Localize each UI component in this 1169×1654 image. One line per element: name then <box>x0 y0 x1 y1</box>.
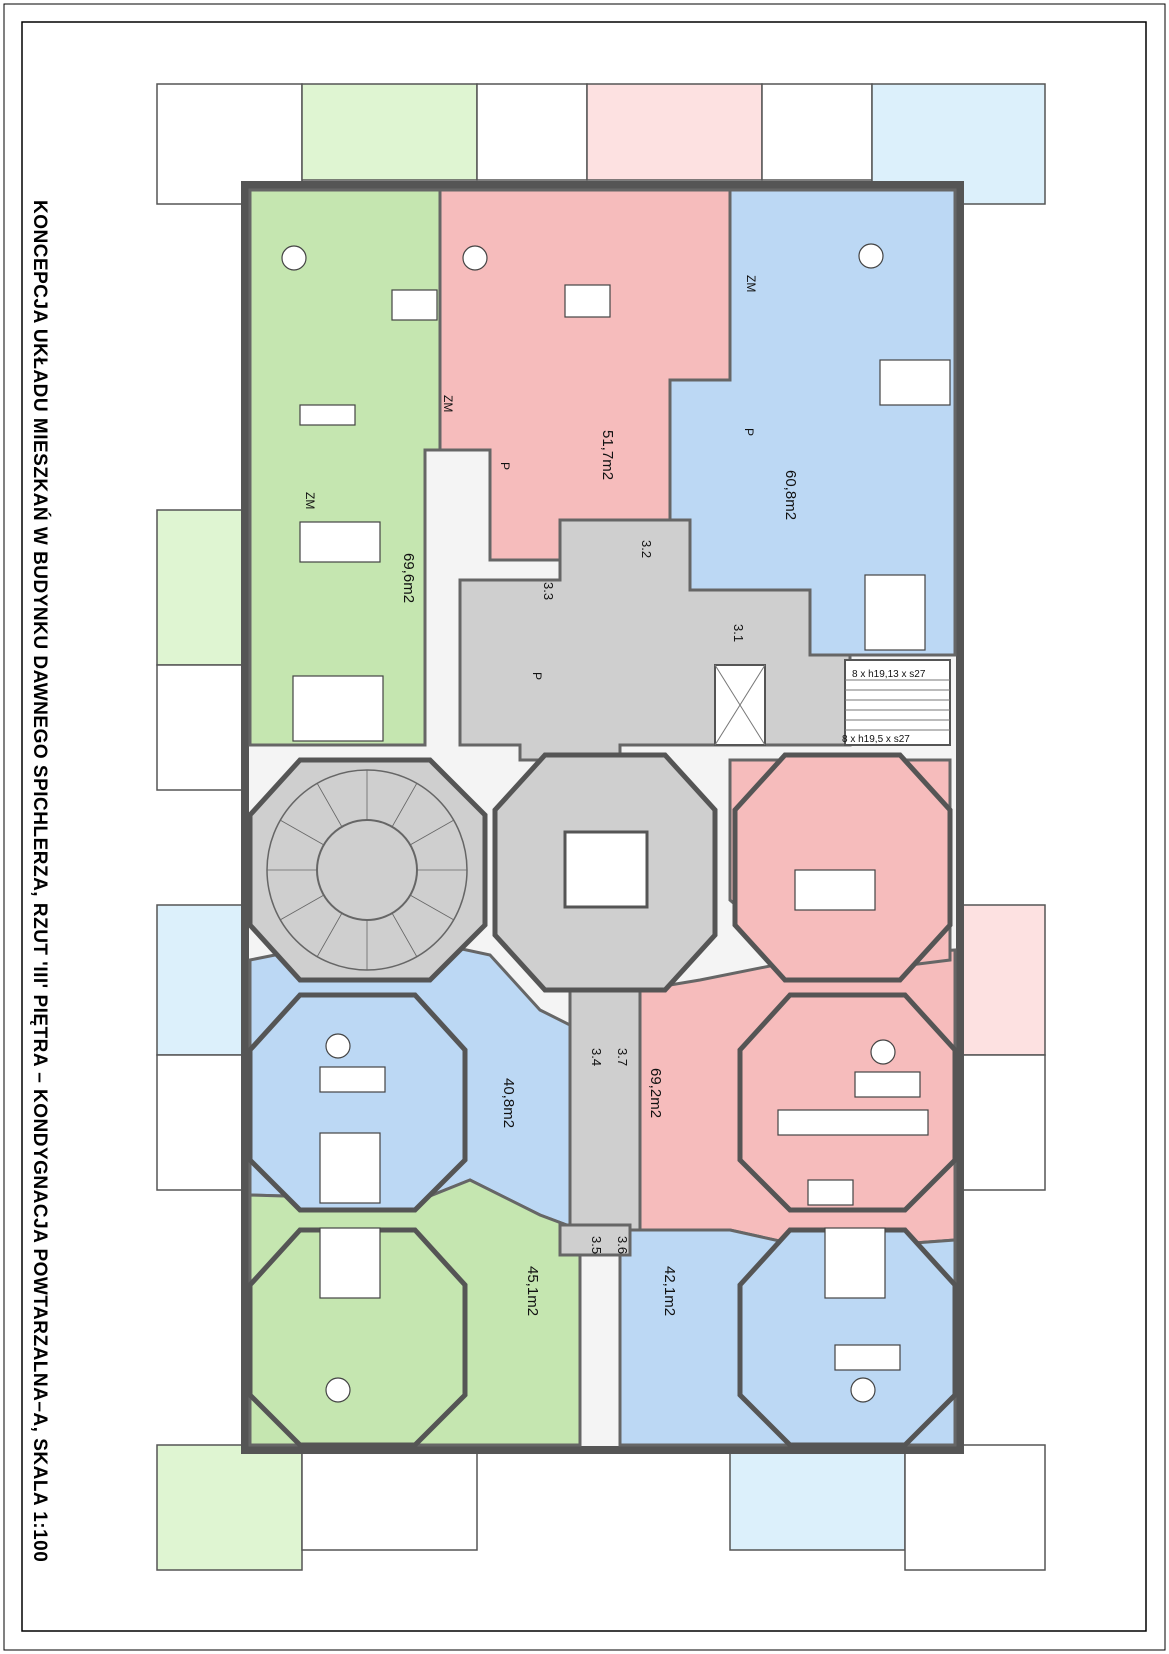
balconies <box>156 83 1046 1571</box>
area-label-blue-mid: 40,8m2 <box>500 1078 517 1128</box>
room-number-3-5: 3.5 <box>589 1236 604 1254</box>
furniture <box>281 243 951 1403</box>
octagons <box>247 752 958 1448</box>
balcony-bottom-blue <box>729 1444 906 1551</box>
room-number-3-2: 3.2 <box>639 540 654 558</box>
room-number-3-6: 3.6 <box>615 1236 630 1254</box>
balcony-left-4 <box>156 1054 248 1191</box>
drawing-title: KONCEPCJA UKŁADU MIESZKAŃ W BUDYNKU DAWN… <box>29 200 51 1562</box>
apartment-green-top <box>248 188 442 747</box>
area-label-blue-bottom: 42,1m2 <box>661 1266 678 1316</box>
balcony-right-2 <box>954 1054 1046 1191</box>
balcony-left-1 <box>156 509 248 666</box>
stair-spec-lower: 8 x h19,5 x s27 <box>842 734 910 745</box>
balcony-bottom-4 <box>904 1444 1046 1571</box>
octagon-blue-bottom <box>737 1227 958 1448</box>
area-label-blue-top: 60,8m2 <box>782 470 799 520</box>
balcony-left-3 <box>156 904 248 1056</box>
room-number-3-1: 3.1 <box>731 624 746 642</box>
balcony-top-green <box>301 83 478 181</box>
spiral-stair <box>266 769 468 971</box>
area-label-green-bottom: 45,1m2 <box>524 1266 541 1316</box>
balcony-bottom-green <box>156 1444 303 1571</box>
octagon-pink-top <box>732 752 953 983</box>
hall-lower-corridor <box>568 988 642 1232</box>
p-marker-hall: P <box>530 672 544 680</box>
stair-spec-upper: 8 x h19,13 x s27 <box>852 669 926 680</box>
zm-marker-blue: ZM <box>744 275 758 292</box>
area-label-pink-top: 51,7m2 <box>599 430 616 480</box>
room-number-3-3: 3.3 <box>541 582 556 600</box>
balcony-top-5 <box>761 83 873 181</box>
light-well <box>563 830 649 909</box>
stair-treads <box>845 679 950 731</box>
stair-core <box>844 659 951 746</box>
zm-marker-green: ZM <box>303 492 317 509</box>
octagon-blue-left <box>247 992 468 1213</box>
balcony-top-3 <box>476 83 588 181</box>
octagon-pink-right <box>737 992 958 1213</box>
area-label-green-top: 69,6m2 <box>400 553 417 603</box>
sheet-border-inner <box>21 21 1147 1632</box>
p-marker-pink: P <box>498 462 512 470</box>
sheet-border-outer <box>3 3 1166 1651</box>
balcony-top-pink <box>586 83 763 181</box>
zm-marker-pink: ZM <box>441 395 455 412</box>
octagon-green-bottom <box>247 1227 468 1448</box>
stair-block <box>714 659 951 746</box>
p-marker-blue: P <box>742 428 756 436</box>
hall-lower-vestibule <box>558 1223 632 1257</box>
room-number-3-7: 3.7 <box>615 1048 630 1066</box>
room-number-3-4: 3.4 <box>589 1048 604 1066</box>
balcony-left-2 <box>156 664 248 791</box>
area-label-pink-mid: 69,2m2 <box>647 1068 664 1118</box>
balcony-right-1 <box>954 904 1046 1056</box>
balcony-bottom-2 <box>301 1444 478 1551</box>
upper-apartments <box>248 188 957 762</box>
